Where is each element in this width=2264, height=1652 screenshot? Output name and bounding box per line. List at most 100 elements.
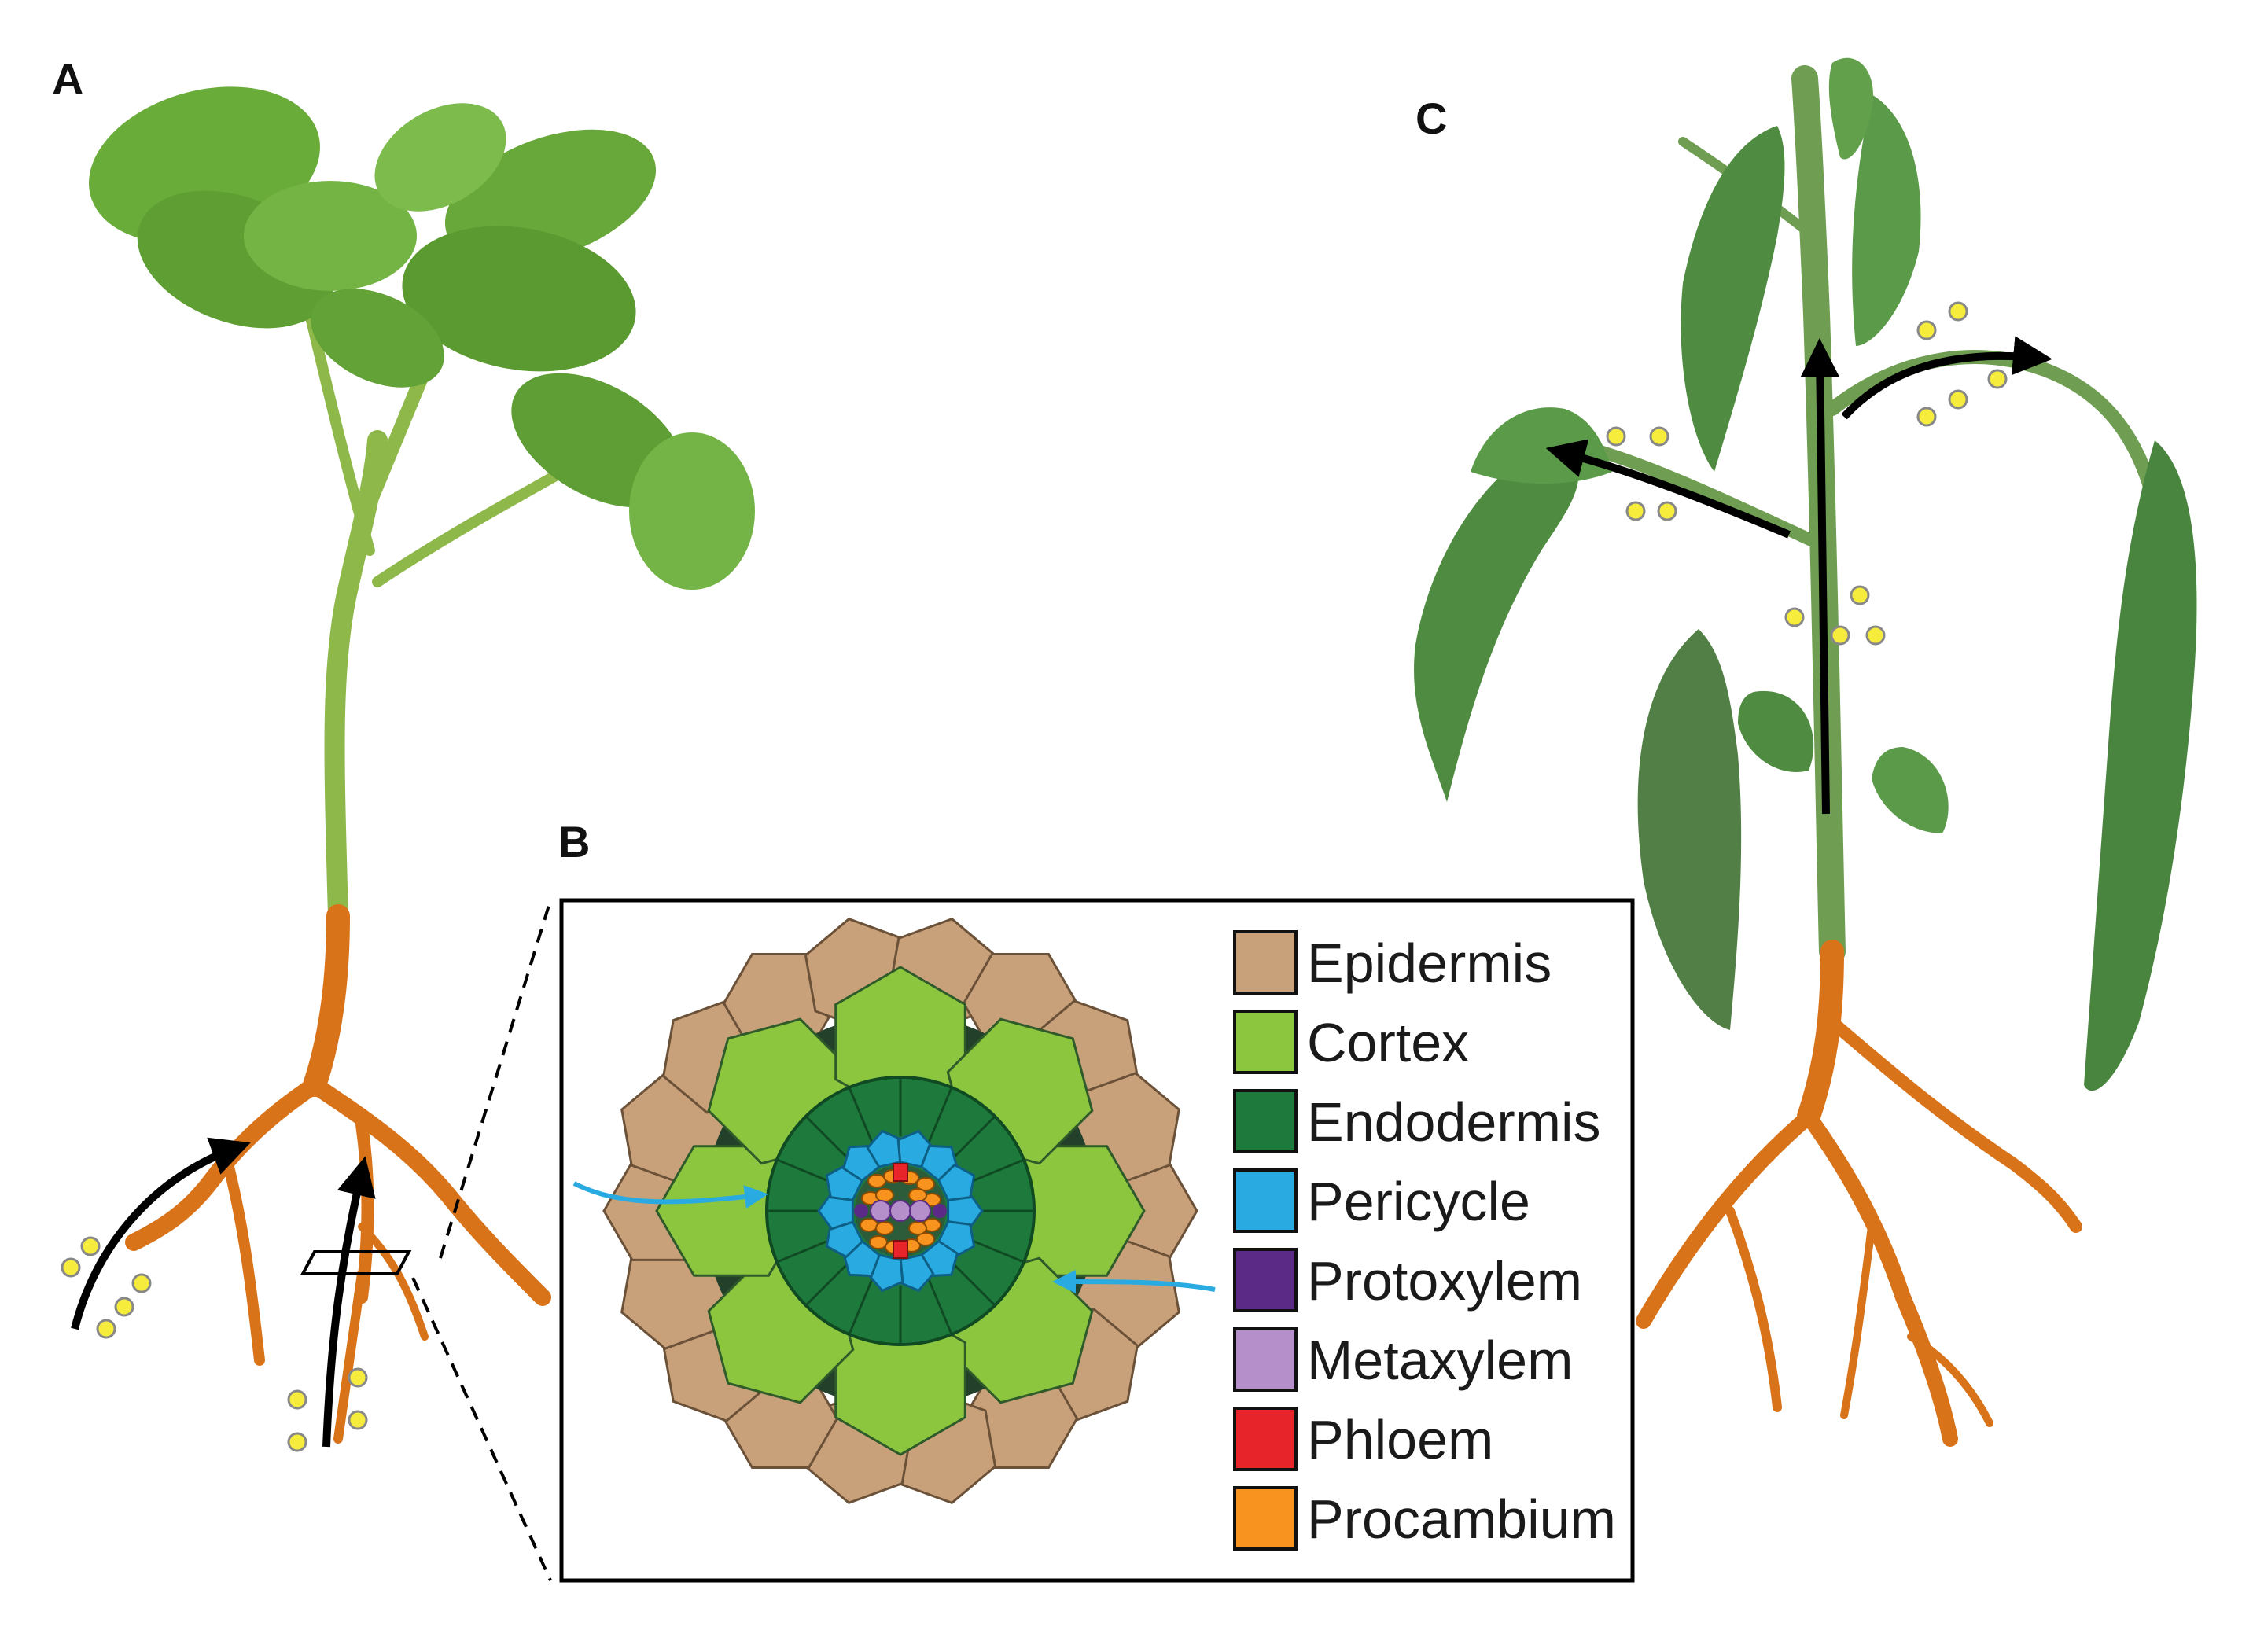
leaf: [311, 289, 444, 388]
metaxylem-cell: [909, 1200, 931, 1222]
phloem-cell: [893, 1163, 908, 1182]
particle-group-a: [61, 1236, 368, 1452]
pericycle-ring: [817, 1129, 984, 1293]
particle-dot-icon: [1850, 585, 1870, 605]
protoxylem-cell: [933, 1204, 947, 1218]
vascular-core: [854, 1163, 947, 1259]
particle-dot-icon: [287, 1389, 307, 1410]
healthy-root-system: [125, 904, 551, 1444]
entry-arrow-left: [572, 1181, 768, 1209]
endodermis-cell-wall: [848, 1087, 873, 1142]
cortex-ring: [655, 966, 1146, 1456]
legend-swatch-pericycle: [1233, 1168, 1298, 1233]
metaxylem-cell: [889, 1200, 911, 1222]
particle-dot-icon: [96, 1319, 116, 1339]
metaxylem-cell: [870, 1200, 892, 1222]
leaf: [244, 181, 417, 291]
wilted-plant-illustration: [1414, 57, 2197, 1447]
procambium-cell: [875, 1221, 894, 1235]
healthy-leaves: [89, 86, 755, 590]
procambium-cell: [908, 1188, 927, 1202]
endodermis-cell-wall: [804, 1263, 849, 1307]
endodermis-cell-wall: [969, 1238, 1025, 1264]
particle-dot-icon: [1830, 625, 1850, 646]
particle-dot-icon: [1916, 407, 1937, 427]
particle-dot-icon: [1784, 607, 1805, 627]
particle-dot-icon: [1606, 426, 1626, 447]
leaf: [1681, 126, 1785, 472]
particle-dot-icon: [1916, 320, 1937, 340]
legend-label-procambium: Procambium: [1307, 1488, 1616, 1550]
pericycle-cell: [937, 1163, 976, 1202]
procambium-cell: [867, 1174, 886, 1188]
particle-dot-icon: [1625, 501, 1646, 521]
leaf: [1872, 747, 1949, 833]
transport-arrow-up: [1800, 338, 1840, 815]
particle-dot-icon: [114, 1297, 134, 1317]
zoom-lines: [411, 900, 552, 1581]
wilted-leaves: [1414, 57, 2197, 1091]
legend-label-endodermis: Endodermis: [1307, 1091, 1601, 1153]
legend-swatch-endodermis: [1233, 1089, 1298, 1153]
root-section-marker: [300, 1250, 412, 1275]
legend-swatch-procambium: [1233, 1486, 1298, 1551]
leaf: [1738, 690, 1814, 772]
leaf: [1828, 57, 1873, 160]
endodermis-cell-wall: [952, 1115, 996, 1159]
wilted-root-system: [1636, 940, 2082, 1447]
uptake-arrow-right: [322, 1156, 376, 1448]
panel-c: C: [1414, 57, 2197, 1447]
particle-dot-icon: [1657, 501, 1677, 521]
tissue-legend: EpidermisCortexEndodermisPericycleProtox…: [1233, 930, 1616, 1551]
particle-dot-icon: [131, 1273, 152, 1293]
phloem-cell: [893, 1240, 908, 1259]
leaf: [2084, 440, 2197, 1091]
legend-swatch-phloem: [1233, 1407, 1298, 1471]
panel-a-label: A: [52, 54, 83, 104]
leaf: [1637, 629, 1742, 1030]
particle-dot-icon: [348, 1367, 368, 1388]
uptake-arrow-left: [71, 1137, 251, 1330]
legend-swatch-epidermis: [1233, 930, 1298, 995]
leaf: [1471, 407, 1612, 484]
healthy-plant-illustration: [61, 86, 755, 1452]
procambium-cell: [869, 1235, 888, 1249]
endodermis-cells: [767, 1077, 1034, 1345]
panel-c-label: C: [1415, 94, 1447, 143]
leaf: [402, 226, 636, 372]
leaf: [374, 103, 506, 212]
particle-dot-icon: [348, 1410, 368, 1430]
legend-label-phloem: Phloem: [1307, 1409, 1493, 1470]
procambium-cell: [860, 1218, 878, 1232]
particle-dot-icon: [61, 1257, 81, 1278]
root-cross-section: [572, 917, 1216, 1505]
endodermis-cell-wall: [804, 1115, 849, 1159]
endodermis-cell-wall: [952, 1263, 996, 1307]
particle-dot-icon: [287, 1432, 307, 1452]
particle-dot-icon: [1987, 369, 2008, 389]
leaf: [629, 432, 755, 590]
transport-arrow-left: [1545, 439, 1791, 539]
panel-b-label: B: [558, 817, 590, 866]
endodermis-cell-wall: [969, 1158, 1025, 1183]
leaf: [1414, 440, 1579, 802]
procambium-cell: [916, 1232, 935, 1246]
procambium-cell: [908, 1221, 927, 1235]
endodermis-cell-wall: [776, 1158, 832, 1183]
protoxylem-cell: [854, 1204, 868, 1218]
particle-dot-icon: [1865, 625, 1886, 646]
legend-swatch-protoxylem: [1233, 1248, 1298, 1312]
legend-label-metaxylem: Metaxylem: [1307, 1330, 1573, 1391]
entry-arrow-right: [1052, 1270, 1216, 1294]
legend-label-cortex: Cortex: [1307, 1012, 1469, 1073]
procambium-cell: [875, 1188, 894, 1202]
endodermis-cell-wall: [928, 1279, 953, 1335]
particle-dot-icon: [1948, 389, 1968, 410]
leaf: [1852, 94, 1921, 346]
particle-dot-icon: [1649, 426, 1669, 447]
legend-swatch-cortex: [1233, 1010, 1298, 1074]
legend-label-pericycle: Pericycle: [1307, 1171, 1530, 1232]
transport-arrow-right: [1841, 336, 2052, 420]
endodermis-cell-wall: [928, 1087, 953, 1142]
